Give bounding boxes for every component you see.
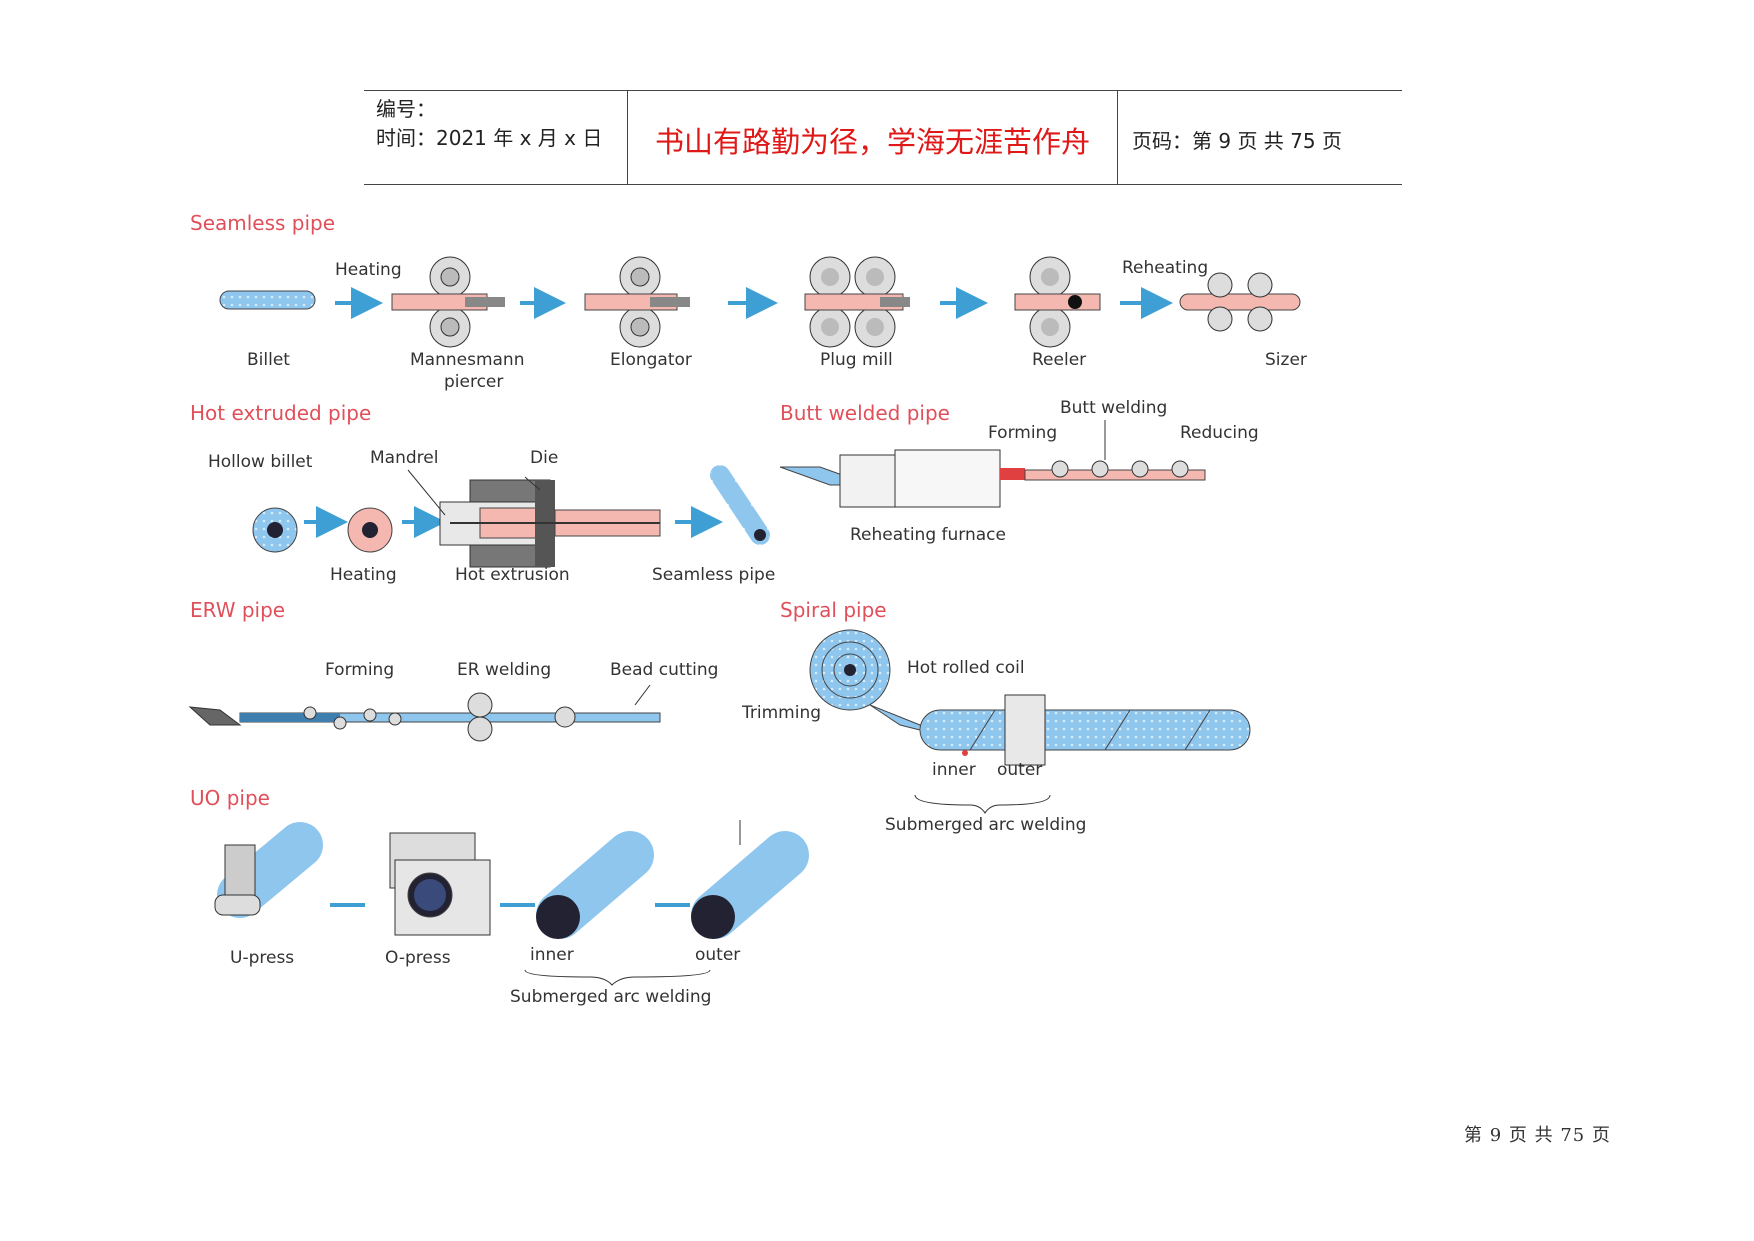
section-spiral: Spiral pipe Hot rolled coil Trimming inn… (741, 598, 1251, 835)
erw-line (188, 684, 661, 742)
o-press (389, 832, 491, 936)
brace (524, 969, 711, 986)
label: Plug mill (820, 350, 893, 370)
label: Hot rolled coil (907, 658, 1025, 678)
label: inner (530, 945, 574, 965)
label: Forming (325, 660, 394, 680)
header-divider (1117, 91, 1118, 184)
section-erw: ERW pipe Forming ER welding Bead cutting (188, 598, 718, 742)
label: Hot extrusion (455, 565, 570, 585)
label: Trimming (741, 703, 821, 723)
section-butt-welded: Butt welded pipe Butt welding Forming Re… (779, 398, 1259, 545)
label: Mannesmann (410, 350, 524, 370)
date-label: 时间：2021 年 x 月 x 日 (376, 126, 603, 150)
header-table: 编号： 时间：2021 年 x 月 x 日 书山有路勤为径，学海无涯苦作舟 页码… (364, 90, 1402, 185)
section-title: UO pipe (190, 786, 270, 810)
brace (914, 794, 1051, 814)
label: Heating (335, 260, 402, 280)
label: Reeler (1032, 350, 1086, 370)
hot-rolled-coil (809, 629, 941, 736)
label: Forming (988, 423, 1057, 443)
heated-billet-core (362, 522, 378, 538)
label: Billet (247, 350, 290, 370)
plug-mill (804, 256, 910, 348)
spiral-pipe-body (919, 694, 1251, 766)
label: Bead cutting (610, 660, 718, 680)
sizer (1179, 272, 1301, 332)
label: Sizer (1265, 350, 1307, 370)
label: outer (695, 945, 740, 965)
pipe-manufacturing-diagram: Seamless pipe Billet Heating Mannesmann … (180, 205, 1360, 1025)
page-footer: 第 9 页 共 75 页 (1464, 1125, 1611, 1146)
reeler (1014, 256, 1101, 348)
label: Submerged arc welding (510, 987, 711, 1007)
uo-pipe-outer (691, 820, 809, 939)
seamless-pipe-body (711, 466, 769, 544)
header-meta: 编号： 时间：2021 年 x 月 x 日 (376, 95, 626, 153)
section-hot-extruded: Hot extruded pipe Hollow billet Heating … (190, 401, 775, 585)
label: ER welding (457, 660, 551, 680)
label: inner (932, 760, 976, 780)
u-press (214, 822, 323, 918)
header-motto: 书山有路勤为径，学海无涯苦作舟 (654, 125, 1090, 159)
section-title: ERW pipe (190, 598, 285, 622)
section-uo: UO pipe U-press O-press inner outer (190, 786, 809, 1007)
label: Die (530, 448, 558, 468)
section-title: Butt welded pipe (780, 401, 950, 425)
label: Elongator (610, 350, 692, 370)
label: Reducing (1180, 423, 1259, 443)
label: Reheating (1122, 258, 1208, 278)
section-title: Spiral pipe (780, 598, 887, 622)
label: Reheating furnace (850, 525, 1006, 545)
label: Butt welding (1060, 398, 1167, 418)
label: piercer (444, 372, 503, 392)
label: Mandrel (370, 448, 438, 468)
reheating-furnace (779, 449, 1206, 508)
extrusion-press (407, 469, 661, 568)
number-label: 编号： (376, 97, 436, 121)
label: outer (997, 760, 1042, 780)
label: Submerged arc welding (885, 815, 1086, 835)
section-seamless: Seamless pipe Billet Heating Mannesmann … (190, 211, 1307, 392)
hollow-billet-core (267, 522, 283, 538)
seamless-pipe-end (754, 529, 766, 541)
header-divider (627, 91, 628, 184)
label: Heating (330, 565, 397, 585)
header-page-label: 页码：第 9 页 共 75 页 (1132, 129, 1342, 153)
mannesmann-piercer (391, 256, 505, 348)
elongator (584, 256, 690, 348)
diagram-svg: Seamless pipe Billet Heating Mannesmann … (188, 211, 1307, 1007)
billet (219, 290, 316, 310)
label: Hollow billet (208, 452, 313, 472)
uo-pipe-inner (536, 831, 654, 939)
label: U-press (230, 948, 294, 968)
label: Seamless pipe (652, 565, 775, 585)
section-title: Hot extruded pipe (190, 401, 371, 425)
label: O-press (385, 948, 451, 968)
section-title: Seamless pipe (190, 211, 335, 235)
